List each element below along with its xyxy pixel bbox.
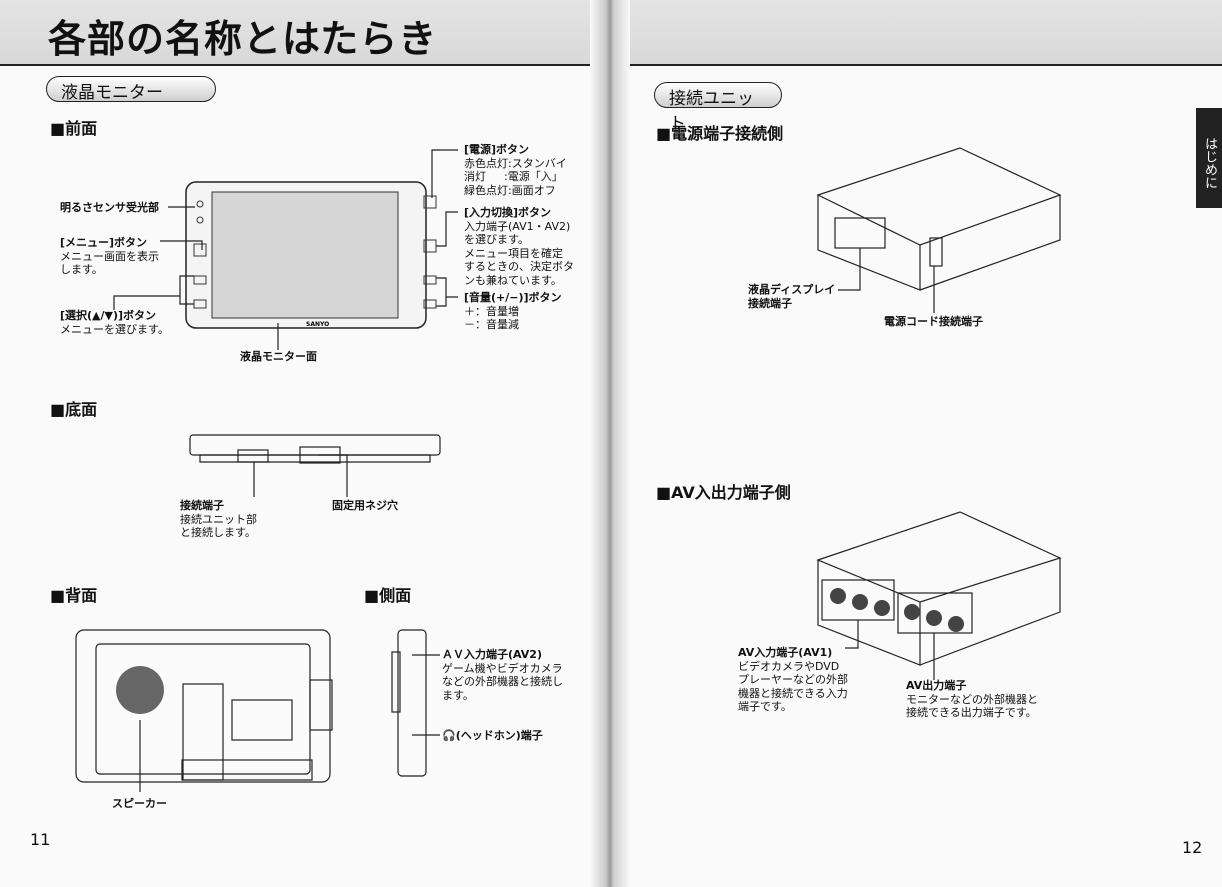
header-rule-right: [620, 64, 1222, 66]
brand-logo: SANYO: [306, 321, 329, 328]
left-header-band: [0, 0, 600, 66]
page-number-left: 11: [30, 830, 51, 849]
label-menu-button: [メニュー]ボタンメニュー画面を表示 します。: [60, 236, 159, 276]
label-volume-button: [音量(+/−)]ボタン＋：音量増 －：音量減: [464, 291, 562, 331]
heading-front: ■前面: [50, 119, 98, 138]
label-select-button: [選択(▲/▼)]ボタンメニューを選びます。: [60, 309, 169, 336]
heading-side: ■側面: [364, 586, 412, 605]
page-title: 各部の名称とはたらき: [48, 17, 438, 61]
section-pill-lcd-monitor: 液晶モニター: [46, 76, 216, 103]
heading-av-side: ■AV入出力端子側: [656, 483, 791, 502]
label-speaker: スピーカー: [112, 797, 167, 810]
speaker-grille: [116, 666, 164, 714]
heading-back: ■背面: [50, 586, 98, 605]
label-input-button: [入力切換]ボタン入力端子(AV1・AV2) を選びます。 メニュー項目を確定 …: [464, 206, 574, 287]
heading-power-side: ■電源端子接続側: [656, 124, 784, 143]
label-brightness-sensor: 明るさセンサ受光部: [60, 201, 159, 214]
label-power-button: [電源]ボタン赤色点灯:スタンバイ 消灯 :電源「入」 緑色点灯:画面オフ: [464, 143, 567, 197]
label-lcd-surface: 液晶モニター面: [240, 350, 317, 363]
book-gutter: [590, 0, 630, 887]
label-headphone: 🎧(ヘッドホン)端子: [442, 729, 543, 742]
label-connector: 接続端子接続ユニット部 と接続します。: [180, 499, 257, 539]
label-av1-input: AV入力端子(AV1)ビデオカメラやDVD プレーヤーなどの外部 機器と接続でき…: [738, 646, 848, 713]
right-header-band: [620, 0, 1222, 66]
label-screw-hole: 固定用ネジ穴: [332, 499, 398, 512]
heading-bottom: ■底面: [50, 400, 98, 419]
side-tab-introduction: はじめに: [1196, 108, 1222, 208]
section-pill-connection-unit: 接続ユニット: [654, 82, 782, 134]
page-number-right: 12: [1182, 838, 1203, 857]
label-power-cord-connector: 電源コード接続端子: [884, 315, 983, 328]
label-av2-input: ＡＶ入力端子(AV2)ゲーム機やビデオカメラ などの外部機器と接続し ます。: [442, 648, 563, 702]
monitor-screen: [211, 191, 399, 319]
label-av-output: AV出力端子モニターなどの外部機器と 接続できる出力端子です。: [906, 679, 1038, 719]
header-rule-left: [0, 64, 600, 66]
label-display-connector: 液晶ディスプレイ 接続端子: [748, 283, 836, 310]
headphone-icon: 🎧: [442, 729, 456, 742]
